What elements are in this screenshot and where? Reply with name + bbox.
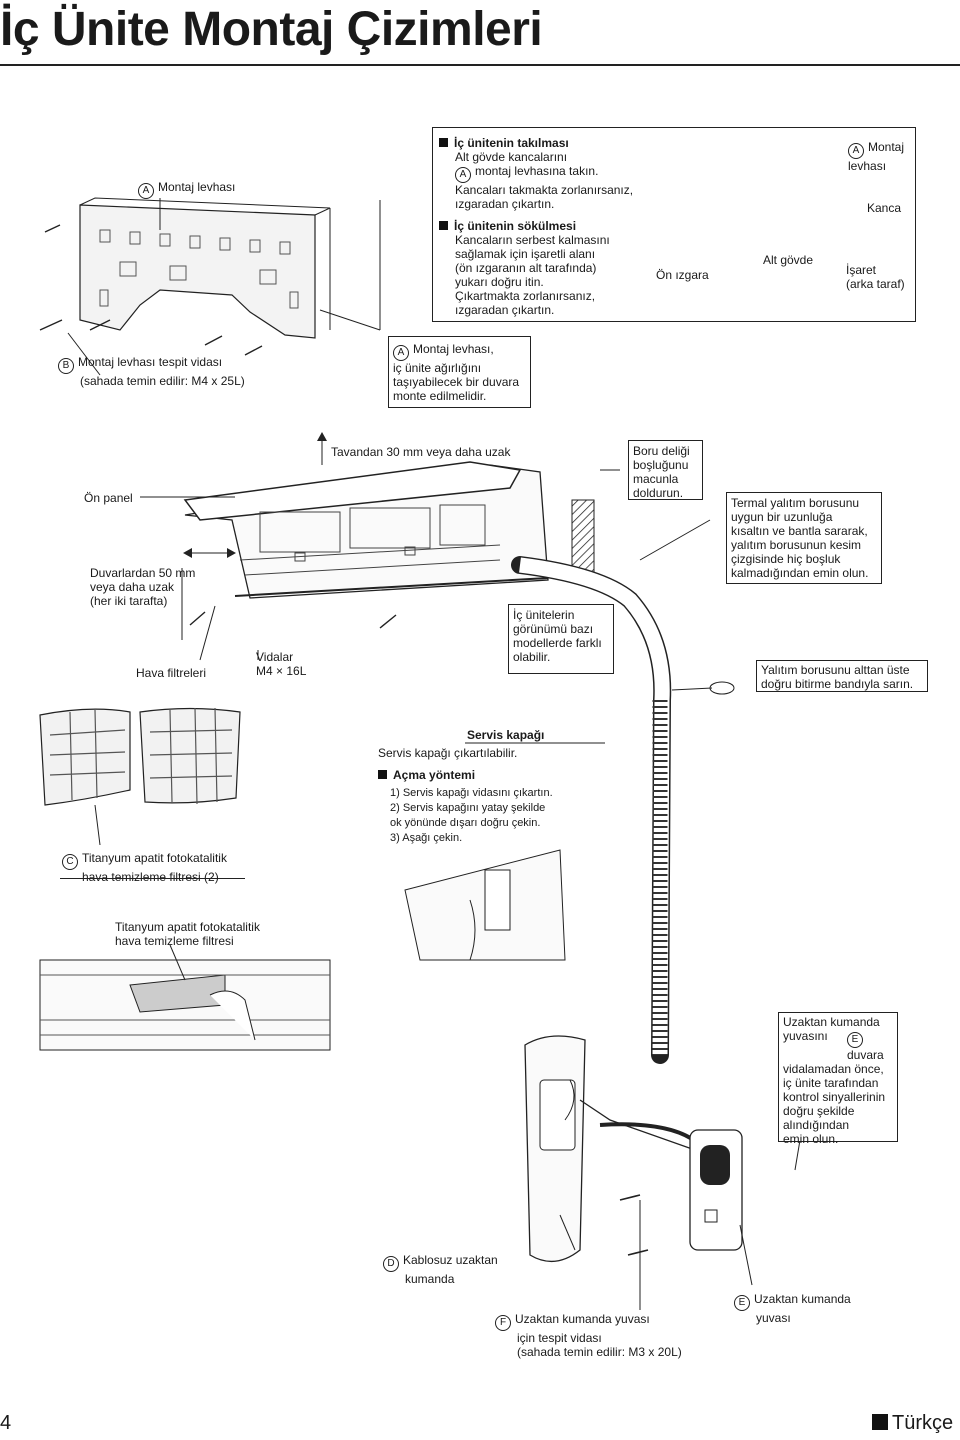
filter-label-2: Titanyum apatit fotokatalitik hava temiz… [115,920,260,948]
screws-label: Vidalar M4 × 16L [256,650,307,678]
service-cover-title: Servis kapağı [467,728,545,742]
install-heading: İç ünitenin takılması [439,136,674,150]
marker-b: B [58,358,74,374]
service-cover-drawing [404,742,605,961]
air-filters-label: Hava filtreleri [136,666,207,680]
filter-install-drawing [39,944,331,1051]
wall-gap-label: Duvarlardan 50 mm veya daha uzak (her ik… [90,566,196,608]
marker-a: A [138,183,154,199]
detail-hook-label: Kanca [867,201,902,215]
service-cover-sub: Servis kapağı çıkartılabilir. [378,746,518,760]
filter-drawing [39,707,241,846]
filter-label-rule [60,878,245,879]
pipe-hole-note: Boru deliği boşluğunu macunla doldurun. [628,440,703,500]
detail-lower-body-label: Alt gövde [763,253,814,267]
remove-heading: İç ünitenin sökülmesi [439,219,674,233]
mounting-plate-drawing [39,197,381,376]
ceiling-gap-label: Tavandan 30 mm veya daha uzak [331,445,511,459]
page-title: İç Ünite Montaj Çizimleri [0,3,543,56]
open-method-steps: 1) Servis kapağı vidasını çıkartın. 2) S… [390,787,553,844]
wrap-note: Yalıtım borusunu alttan üste doğru bitir… [756,660,928,692]
front-panel-label: Ön panel [84,491,133,505]
remote-drawing [524,1035,801,1310]
open-method-heading: Açma yöntemi [378,768,475,782]
page-number: 4 [0,1412,12,1434]
detail-front-grille-label: Ön ızgara [656,268,709,282]
insulation-note: Termal yalıtım borusunu uygun bir uzunlu… [726,492,882,584]
remote-note: Uzaktan kumanda yuvasını Eduvara vidalam… [778,1012,898,1146]
indoor-unit-drawing [140,432,735,1064]
title-rule [0,64,960,66]
language-label: Türkçe [872,1412,953,1435]
install-box: İç ünitenin takılması Alt gövde kancalar… [432,127,916,322]
detail-mark-label: İşaret (arka taraf) [846,263,905,291]
models-note: İç ünitelerin görünümü bazı modellerde f… [508,604,614,674]
